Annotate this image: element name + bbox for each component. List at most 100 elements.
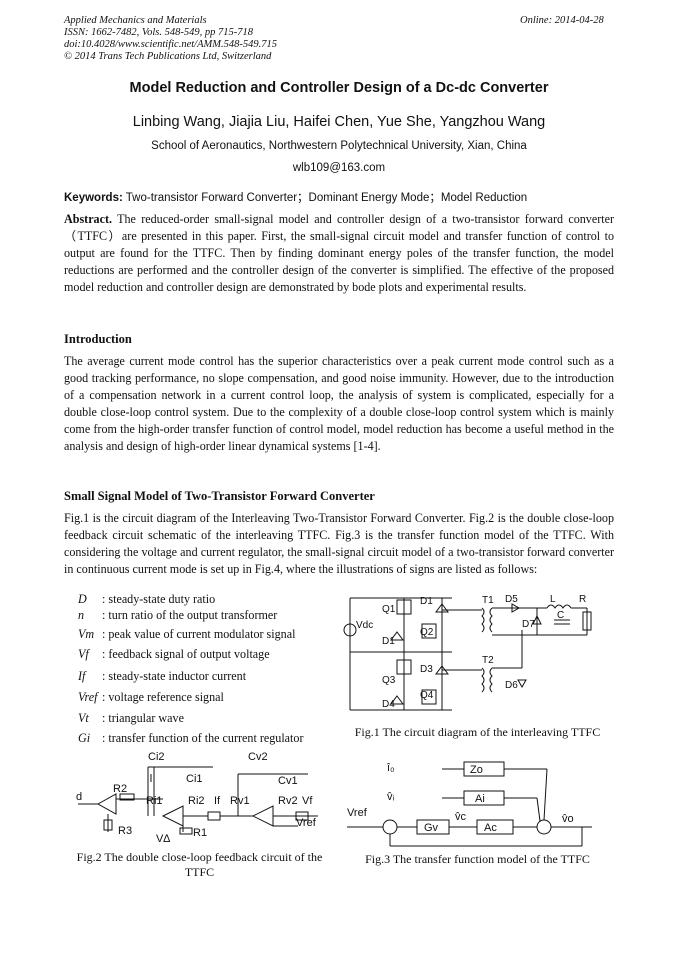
fig3-label-io: î₀ [386, 762, 395, 774]
op-amp-1-symbol [96, 793, 117, 815]
fig1-circuit-diagram: Vdc Q1 D1 Q2 D1 D3 Q3 Q4 D4 T1 T2 D5 D6 … [343, 594, 592, 711]
symbol-item: Vt : triangular wave [78, 710, 184, 726]
l-inductor-symbol [546, 604, 572, 609]
fig1-label-d5: D5 [505, 594, 518, 605]
r1-resistor-symbol [179, 827, 193, 835]
q4-switch-symbol [421, 689, 437, 705]
fig2-label-rv2: Rv2 [278, 795, 298, 807]
fig1-label-q4: Q4 [420, 690, 434, 701]
summing-junction-2 [536, 819, 552, 835]
author-list: Linbing Wang, Jiajia Liu, Haifei Chen, Y… [132, 114, 546, 130]
symbol-name: D [78, 592, 87, 606]
t1-transformer-symbol [481, 607, 485, 633]
fig1-label-q3: Q3 [382, 675, 396, 686]
d5-diode-symbol [511, 603, 521, 613]
summing-junction-1 [382, 819, 398, 835]
symbol-item: n : turn ratio of the output transformer [78, 607, 277, 623]
ssm-heading: Small Signal Model of Two-Transistor For… [64, 489, 375, 503]
ssm-text: Fig.1 is the circuit diagram of the Inte… [64, 511, 614, 576]
r-resistor-symbol [582, 611, 592, 631]
fig2-feedback-circuit: d R2 Ci2 Ci1 Ri1 Ri2 If Rv1 Cv2 Cv1 Rv2 … [76, 752, 318, 844]
keywords: Keywords: Two-transistor Forward Convert… [64, 189, 527, 205]
symbol-name: Vt [78, 711, 89, 725]
fig2-label-ci1: Ci1 [186, 773, 203, 785]
symbol-desc: : transfer function of the current regul… [102, 731, 304, 745]
fig2-label-r2: R2 [113, 783, 127, 795]
fig2-label-d: d [76, 791, 82, 803]
symbol-desc: : steady-state inductor current [102, 669, 247, 683]
fig3-block-diagram: Zo Ai Gv Ac Vref î₀ v̂ᵢ v̂c v̂o [347, 761, 592, 847]
fig2-label-rv1: Rv1 [230, 795, 250, 807]
paper-title: Model Reduction and Controller Design of… [129, 80, 549, 96]
op-amp-3-symbol [251, 805, 274, 827]
fig2-label-vf: Vf [302, 795, 313, 807]
fig2-label-ri1: Ri1 [146, 795, 163, 807]
fig1-label-d3: D3 [420, 664, 433, 675]
d6-diode-symbol [517, 679, 527, 689]
fig1-label-q1: Q1 [382, 604, 396, 615]
fig3-label-zo: Zo [470, 764, 483, 776]
affiliation: School of Aeronautics, Northwestern Poly… [151, 140, 527, 152]
abstract-label: Abstract. [64, 212, 113, 226]
fig2-label-vd: V∆ [156, 833, 170, 844]
header-copyright: © 2014 Trans Tech Publications Ltd, Swit… [64, 51, 272, 62]
symbol-desc: : voltage reference signal [102, 690, 224, 704]
symbol-item: Vm: peak value of current modulator sign… [78, 626, 295, 642]
fig1-label-r: R [579, 594, 586, 605]
fig2-caption: Fig.2 The double close-loop feedback cir… [76, 850, 323, 879]
rv2-resistor-symbol [295, 811, 309, 821]
r2-resistor-symbol [119, 793, 135, 801]
intro-text: The average current mode control has the… [64, 354, 614, 453]
fig1-label-c: C [557, 610, 564, 621]
symbol-desc: : triangular wave [102, 711, 184, 725]
ri2-resistor-symbol [207, 811, 221, 821]
symbol-item: Vf : feedback signal of output voltage [78, 646, 270, 662]
symbol-name: Gi [78, 731, 91, 745]
fig2-label-cv1: Cv1 [278, 775, 298, 787]
header-journal: Applied Mechanics and Materials [64, 15, 207, 26]
fig3-label-ai: Ai [475, 793, 485, 805]
fig1-label-l: L [550, 594, 556, 605]
fig2-label-r3: R3 [118, 825, 132, 837]
d4-diode-symbol [390, 695, 404, 705]
symbol-desc: : turn ratio of the output transformer [102, 608, 278, 622]
d1b-diode-symbol [390, 631, 404, 641]
symbol-desc: : steady-state duty ratio [102, 592, 216, 606]
fig3-label-vo: v̂o [562, 813, 574, 825]
fig2-label-if: If [214, 795, 221, 807]
fig1-label-d1a: D1 [420, 596, 433, 607]
intro-heading: Introduction [64, 332, 132, 346]
abstract-text: The reduced-order small-signal model and… [64, 212, 614, 294]
symbol-name: Vf [78, 647, 89, 661]
fig3-label-ac: Ac [484, 822, 497, 834]
fig1-label-q2: Q2 [420, 627, 434, 638]
fig2-label-r1: R1 [193, 827, 207, 839]
symbol-name: Vm [78, 627, 95, 641]
symbol-name: Vref [78, 690, 98, 704]
fig3-caption: Fig.3 The transfer function model of the… [365, 852, 590, 866]
vdc-source-symbol [343, 623, 357, 637]
symbol-desc: : feedback signal of output voltage [102, 647, 270, 661]
symbol-item: Gi : transfer function of the current reg… [78, 730, 303, 746]
fig1-label-d6: D6 [505, 680, 518, 691]
fig3-label-vi: v̂ᵢ [387, 791, 395, 803]
fig1-label-t2: T2 [482, 655, 494, 666]
keywords-label: Keywords: [64, 192, 123, 204]
fig2-label-cv2: Cv2 [248, 752, 268, 763]
fig1-label-vdc: Vdc [356, 620, 373, 631]
header-online-date: Online: 2014-04-28 [520, 15, 604, 26]
header-issn: ISSN: 1662-7482, Vols. 548-549, pp 715-7… [64, 27, 253, 38]
fig2-label-vref: Vref [296, 817, 317, 829]
symbol-name: n [78, 608, 85, 622]
fig2-label-ci2: Ci2 [148, 752, 165, 763]
symbol-item: D : steady-state duty ratio [78, 591, 215, 607]
fig1-label-d7: D7 [522, 619, 535, 630]
fig3-label-vref: Vref [347, 807, 368, 819]
d7-diode-symbol [532, 614, 542, 625]
header-doi: doi:10.4028/www.scientific.net/AMM.548-5… [64, 39, 277, 50]
fig1-label-t1: T1 [482, 595, 494, 606]
t2-transformer-symbol [481, 667, 485, 693]
fig1-caption: Fig.1 The circuit diagram of the interle… [354, 725, 601, 739]
symbol-item: Vref : voltage reference signal [78, 689, 224, 705]
fig1-label-d4: D4 [382, 699, 395, 710]
